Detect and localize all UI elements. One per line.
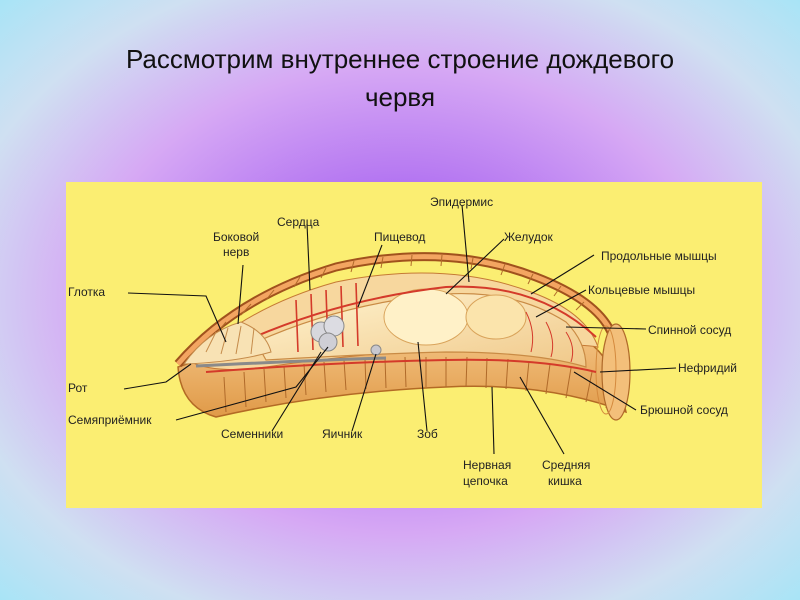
label-midgut-line1: Средняя — [542, 458, 590, 472]
label-pharynx: Глотка — [68, 285, 105, 299]
label-gizzard: Желудок — [504, 230, 553, 244]
label-ventral-vessel: Брюшной сосуд — [640, 403, 728, 417]
earthworm-diagram: Эпидермис Сердца Боковой нерв Пищевод Же… — [66, 182, 762, 508]
reproductive-organs — [195, 315, 387, 368]
label-nerve-cord-line2: цепочка — [463, 474, 508, 488]
label-ovary: Яичник — [322, 427, 363, 441]
label-mouth: Рот — [68, 381, 88, 395]
label-esophagus: Пищевод — [374, 230, 425, 244]
title-line-2: червя — [364, 82, 436, 112]
leader-lines — [123, 204, 677, 455]
label-lateral-nerve-line2: нерв — [223, 245, 249, 259]
label-seminal-receptacle: Семяприёмник — [68, 413, 152, 427]
label-nerve-cord-line1: Нервная — [463, 458, 511, 472]
label-longitudinal-muscles: Продольные мышцы — [601, 249, 717, 263]
label-midgut-line2: кишка — [548, 474, 582, 488]
label-crop: Зоб — [417, 427, 438, 441]
diagram-canvas: Эпидермис Сердца Боковой нерв Пищевод Же… — [68, 195, 737, 488]
slide-title: Рассмотрим внутреннее строение дождевого… — [0, 40, 800, 116]
label-hearts: Сердца — [277, 215, 320, 229]
title-line-1: Рассмотрим внутреннее строение дождевого — [125, 44, 675, 74]
worm-body — [174, 252, 631, 421]
blood-vessels — [205, 282, 597, 373]
label-circular-muscles: Кольцевые мышцы — [588, 283, 695, 297]
label-lateral-nerve-line1: Боковой — [213, 230, 259, 244]
pharynx-region — [183, 321, 272, 365]
label-epidermis: Эпидермис — [430, 195, 493, 209]
label-testes: Семенники — [221, 427, 283, 441]
label-nephridium: Нефридий — [678, 361, 737, 375]
diagram-labels: Эпидермис Сердца Боковой нерв Пищевод Же… — [68, 195, 737, 488]
label-dorsal-vessel: Спинной сосуд — [648, 323, 731, 337]
